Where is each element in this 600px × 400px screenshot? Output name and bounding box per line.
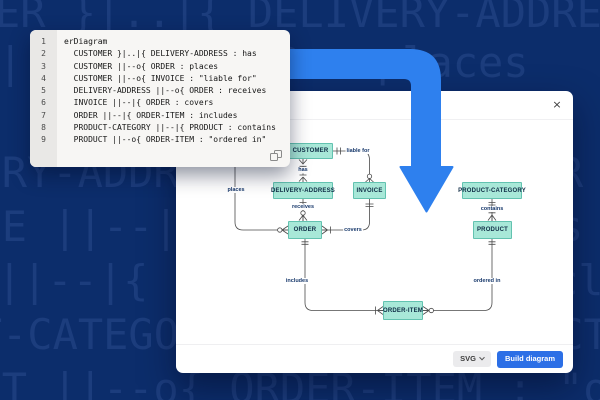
modal-footer: SVG Build diagram — [176, 344, 573, 373]
line-number: 6 — [41, 98, 46, 108]
relationship-label-liable-for: liable for — [345, 148, 371, 154]
close-icon[interactable]: × — [550, 98, 564, 112]
line-number: 5 — [41, 86, 46, 96]
entity-invoice: INVOICE — [353, 182, 386, 199]
entity-order-item: ORDER-ITEM — [383, 301, 423, 320]
relationship-label-places: places — [226, 187, 246, 193]
code-text: erDiagram — [64, 37, 108, 46]
relationship-label-receives: receives — [290, 204, 316, 210]
code-line: 5 DELIVERY-ADDRESS ||--o{ ORDER : receiv… — [30, 85, 290, 97]
entity-delivery-address: DELIVERY-ADDRESS — [271, 182, 335, 199]
entity-order: ORDER — [288, 221, 322, 239]
code-lines: 1 erDiagram 2 CUSTOMER }|..|{ DELIVERY-AD… — [30, 36, 290, 147]
code-text: CUSTOMER ||--o{ INVOICE : "liable for" — [64, 73, 257, 83]
code-line: 8 PRODUCT-CATEGORY ||--|{ PRODUCT : cont… — [30, 122, 290, 134]
code-text: DELIVERY-ADDRESS ||--o{ ORDER : receives — [64, 86, 267, 96]
code-text: INVOICE ||--|{ ORDER : covers — [64, 98, 214, 108]
copy-button[interactable] — [270, 150, 282, 161]
code-line: 3 CUSTOMER ||--o{ ORDER : places — [30, 61, 290, 73]
code-text: PRODUCT-CATEGORY ||--|{ PRODUCT : contai… — [64, 123, 276, 133]
format-select[interactable]: SVG — [453, 351, 491, 367]
entity-product-category: PRODUCT-CATEGORY — [458, 182, 526, 199]
relationship-label-ordered-in: ordered in — [472, 278, 502, 284]
relationship-label-covers: covers — [343, 227, 363, 233]
code-editor-panel: 1 erDiagram 2 CUSTOMER }|..|{ DELIVERY-AD… — [30, 30, 290, 167]
line-number: 8 — [41, 123, 46, 133]
chevron-down-icon — [479, 354, 485, 360]
code-line: 6 INVOICE ||--|{ ORDER : covers — [30, 97, 290, 109]
line-number: 4 — [41, 73, 46, 83]
code-line: 1 erDiagram — [30, 36, 290, 48]
code-text: PRODUCT ||--o{ ORDER-ITEM : "ordered in" — [64, 135, 267, 145]
code-line: 2 CUSTOMER }|..|{ DELIVERY-ADDRESS : has — [30, 48, 290, 60]
line-number: 1 — [41, 37, 46, 46]
line-number: 9 — [41, 135, 46, 145]
relationship-label-contains: contains — [479, 206, 505, 212]
entity-product: PRODUCT — [473, 221, 512, 239]
format-select-label: SVG — [460, 354, 476, 363]
build-diagram-button[interactable]: Build diagram — [496, 350, 563, 368]
line-number: 3 — [41, 61, 46, 71]
entity-customer: CUSTOMER — [288, 143, 333, 159]
code-text: CUSTOMER }|..|{ DELIVERY-ADDRESS : has — [64, 49, 257, 59]
copy-icon — [270, 153, 278, 161]
line-number: 2 — [41, 49, 46, 59]
code-line: 4 CUSTOMER ||--o{ INVOICE : "liable for" — [30, 73, 290, 85]
line-number: 7 — [41, 110, 46, 120]
relationship-label-has: has — [297, 167, 309, 173]
relationship-label-includes: includes — [284, 278, 310, 284]
line-number-gutter — [30, 30, 57, 167]
code-text: ORDER ||--|{ ORDER-ITEM : includes — [64, 110, 238, 120]
code-line: 9 PRODUCT ||--o{ ORDER-ITEM : "ordered i… — [30, 134, 290, 146]
code-line: 7 ORDER ||--|{ ORDER-ITEM : includes — [30, 110, 290, 122]
code-text: CUSTOMER ||--o{ ORDER : places — [64, 61, 219, 71]
